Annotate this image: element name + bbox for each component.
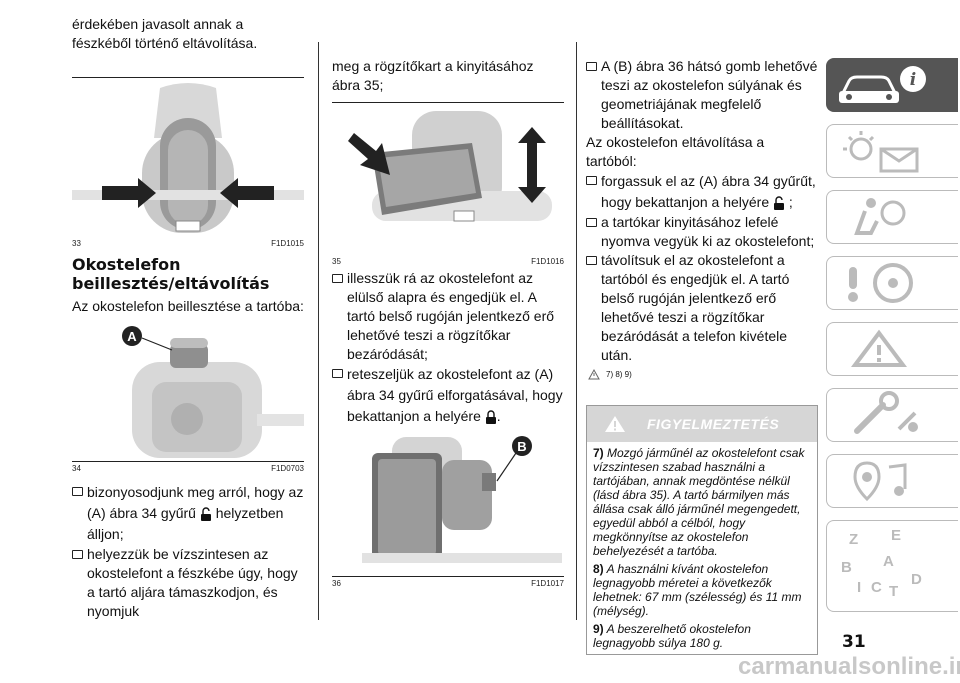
svg-text:i: i	[910, 70, 916, 90]
bullet-icon	[586, 62, 597, 71]
safety-airbag-icon	[854, 198, 906, 235]
bullet-icon	[586, 218, 597, 227]
warning-7: 7) Mozgó járműnél az okostelefont csak v…	[593, 446, 805, 558]
tab-emergency[interactable]	[826, 322, 958, 376]
intro-text: érdekében javasolt annak a fészkéből tör…	[72, 16, 258, 51]
bullet-icon	[332, 274, 343, 283]
warning-box: FIGYELMEZTETÉS 7) Mozgó járműnél az okos…	[586, 405, 818, 655]
page-number: 31	[842, 632, 866, 652]
figure-36-caption: 36 F1D1017	[332, 576, 564, 588]
column-divider	[318, 42, 319, 620]
tab-multimedia[interactable]	[826, 454, 958, 508]
bullet-icon	[72, 550, 83, 559]
warning-title: FIGYELMEZTETÉS	[647, 416, 780, 432]
bullet-remove-phone: távolítsuk el az okostelefont a tartóból…	[586, 251, 818, 365]
warning-hand-icon	[588, 368, 600, 380]
multimedia-icon	[853, 461, 907, 502]
warning-8: 8) A használni kívánt okostelefon legnag…	[593, 562, 802, 618]
ring-illustration: A	[122, 326, 304, 458]
bullet-lock-ring: reteszeljük az okostelefont az (A) ábra …	[332, 364, 564, 427]
bullet-open-arm: a tartókar kinyitásához lefelé nyomva ve…	[586, 213, 818, 251]
figure-33: 33 F1D1015	[72, 77, 304, 248]
figure-34-caption: 34 F1D0703	[72, 461, 304, 473]
figure-33-caption: 33 F1D1015	[72, 239, 304, 248]
bullet-place-phone: illesszük rá az okostelefont az elülső a…	[332, 269, 564, 364]
bullet-turn-ring: forgassuk el az (A) ábra 34 gyűrűt, hogy…	[586, 171, 818, 213]
warning-header: FIGYELMEZTETÉS	[587, 406, 817, 442]
bullet-icon	[72, 487, 83, 496]
label-b: B	[517, 439, 526, 454]
unlocked-padlock-icon	[200, 507, 211, 521]
tab-car-info[interactable]: i	[826, 58, 958, 112]
tab-index[interactable]: Z E B A I C T D	[826, 520, 958, 612]
bullet-icon	[332, 369, 343, 378]
remove-subheading: Az okostelefon eltávolítása a tartóból:	[586, 134, 765, 169]
index-icon: Z E B A I C T D	[841, 527, 922, 600]
tab-maintenance[interactable]	[826, 388, 958, 442]
figure-36: B 36 F1D1017	[332, 435, 564, 588]
tab-safety[interactable]	[826, 190, 958, 244]
figure-34: A 34 F1D0703	[72, 324, 304, 473]
driving-steering-icon	[848, 263, 913, 303]
bullet-check-ring: bizonyosodjunk meg arról, hogy az (A) áb…	[72, 482, 304, 545]
car-info-icon: i	[839, 66, 926, 103]
figure-35: 35 F1D1016	[332, 102, 564, 266]
bullet-rear-button: A (B) ábra 36 hátsó gomb lehetővé teszi …	[586, 57, 818, 133]
label-a: A	[127, 329, 137, 344]
column-3: A (B) ábra 36 hátsó gomb lehetővé teszi …	[586, 0, 818, 655]
section-heading: Okostelefon beillesztés/eltávolítás	[72, 255, 270, 293]
unlocked-padlock-icon	[774, 196, 785, 210]
column-divider	[576, 42, 577, 620]
bullet-icon	[586, 256, 597, 265]
tab-driving[interactable]	[826, 256, 958, 310]
maintenance-icon	[854, 391, 918, 434]
footer-watermark: carmanualsonline.info	[738, 653, 960, 680]
figure-35-caption: 35 F1D1016	[332, 257, 564, 266]
seat-holder-illustration	[72, 78, 304, 233]
warning-9: 9) A beszerelhető okostelefon legnagyobb…	[593, 622, 751, 650]
rear-button-illustration: B	[362, 436, 562, 563]
warning-triangle-icon	[605, 416, 625, 432]
warning-lights-icon	[843, 131, 919, 173]
bullet-icon	[586, 176, 597, 185]
bullet-insert-phone: helyezzük be vízszintesen az okostelefon…	[72, 545, 304, 621]
warning-refs: 7) 8) 9)	[586, 367, 818, 381]
intro-text-2: meg a rögzítőkart a kinyitásához ábra 35…	[332, 58, 534, 93]
insert-subheading: Az okostelefon beillesztése a tartóba:	[72, 298, 304, 314]
column-1: érdekében javasolt annak a fészkéből tör…	[72, 0, 304, 621]
locked-padlock-icon	[485, 410, 496, 424]
emergency-icon	[851, 329, 907, 367]
phone-insert-illustration	[348, 111, 552, 222]
column-2: meg a rögzítőkart a kinyitásához ábra 35…	[332, 0, 564, 588]
tab-warning-lights[interactable]	[826, 124, 958, 178]
